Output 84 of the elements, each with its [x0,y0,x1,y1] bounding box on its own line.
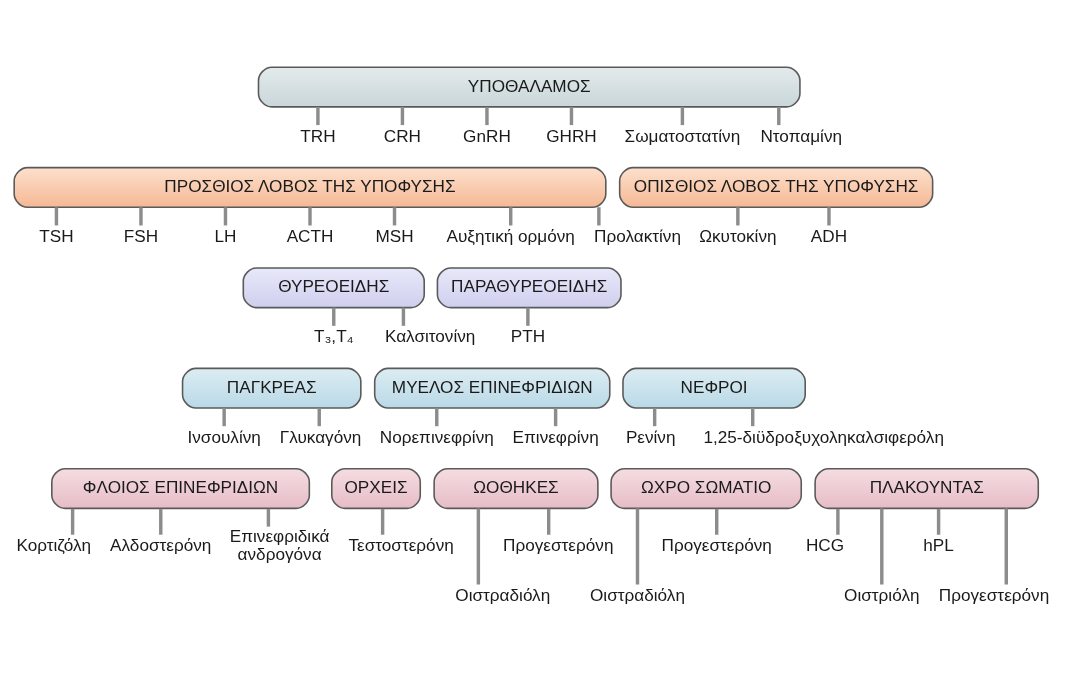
node-box: ΜΥΕΛΟΣ ΕΠΙΝΕΦΡΙΔΙΩΝ [373,367,611,409]
connector [401,307,406,326]
connector [936,508,941,535]
connector [435,408,439,427]
node-box: ΠΑΡΑΘΥΡΕΟΕΙΔΗΣ [436,267,622,309]
connector [597,207,601,226]
node-text: ADH [810,226,848,247]
connector [222,408,226,427]
node-text: Ωκυτοκίνη [699,226,777,247]
node-text: HCG [805,535,845,556]
connector [777,106,781,126]
node-text: Ινσουλίνη [187,426,261,447]
node-text: Ντοπαμίνη [760,125,843,146]
node-text: LH [214,226,237,247]
connector [569,106,574,126]
connector [476,508,481,585]
node-text: Προγεστερόνη [503,535,614,556]
connector [316,106,320,126]
connector [827,207,831,226]
node-text: Προλακτίνη [594,226,681,247]
node-box: ΦΛΟΙΟΣ ΕΠΙΝΕΦΡΙΔΙΩΝ [51,467,311,510]
connector [836,508,840,535]
node-text: Ρενίνη [625,426,676,447]
node-box: ΥΠΟΘΑΛΑΜΟΣ [257,66,801,108]
connector [736,207,740,226]
node-text: FSH [123,226,159,247]
node-text: Νορεπινεφρίνη [379,426,494,447]
node-text: ACTH [286,226,334,247]
connector [680,106,685,126]
node-text: PTH [510,326,546,347]
connector [751,408,755,427]
node-text: MSH [375,226,414,247]
node-box: ΘΥΡΕΟΕΙΔΗΣ [242,267,425,309]
node-text: Οιστραδιόλη [455,585,551,606]
connector [526,307,530,326]
node-text: Τεστοστερόνη [348,535,454,556]
node-box: ΠΡΟΣΘΙΟΣ ΛΟΒΟΣ ΤΗΣ ΥΠΟΦΥΣΗΣ [13,166,607,209]
node-box: ΠΛΑΚΟΥΝΤΑΣ [814,467,1040,510]
connector [317,408,321,427]
node-box: ΩΧΡΟ ΣΩΜΑΤΙΟ [610,467,803,510]
connector [400,106,405,126]
node-box: ΩΟΘΗΚΕΣ [433,467,599,510]
connector [54,207,59,226]
node-text: 1,25-διϋδροξυχοληκαλσιφερόλη [703,426,944,447]
connector [509,207,513,226]
connector [392,207,397,226]
node-text: CRH [383,125,422,146]
node-box: ΝΕΦΡΟΙ [622,367,806,409]
connector [880,508,884,585]
connector [139,207,143,226]
node-text: hPL [923,535,954,556]
node-text: GHRH [546,125,597,146]
node-text: GnRH [463,125,511,146]
node-text: Σωματοστατίνη [624,125,741,146]
connector [308,207,312,226]
node-box: ΟΠΙΣΘΙΟΣ ΛΟΒΟΣ ΤΗΣ ΥΠΟΦΥΣΗΣ [618,166,934,209]
connector [715,508,719,535]
node-text: Προγεστερόνη [938,585,1050,606]
node-text: Επινεφριδικά ανδρογόνα [229,525,330,565]
node-text: T₃,T₄ [313,326,354,347]
node-text: Καλσιτονίνη [384,326,476,347]
connector [332,307,336,326]
node-box: ΠΑΓΚΡΕΑΣ [181,367,362,409]
node-text: Οιστραδιόλη [590,585,685,606]
node-text: TSH [39,226,74,247]
connector [1004,508,1008,585]
connector [652,408,657,427]
node-text: Γλυκαγόνη [279,426,362,447]
connector [546,508,551,535]
node-text: Οιστριόλη [844,585,920,606]
node-text: Κορτιζόλη [16,535,92,556]
node-box: ΟΡΧΕΙΣ [331,467,422,510]
connector [380,508,385,535]
node-text: Αυξητική ορμόνη [446,226,575,247]
connector [635,508,640,585]
node-text: Αλδοστερόνη [110,535,212,556]
connector [159,508,163,535]
connector [223,207,228,226]
connector [553,408,558,427]
node-text: Προγεστερόνη [661,535,772,556]
node-text: TRH [300,125,336,146]
connector [70,508,75,535]
connector [485,106,489,126]
node-text: Επινεφρίνη [512,426,599,447]
